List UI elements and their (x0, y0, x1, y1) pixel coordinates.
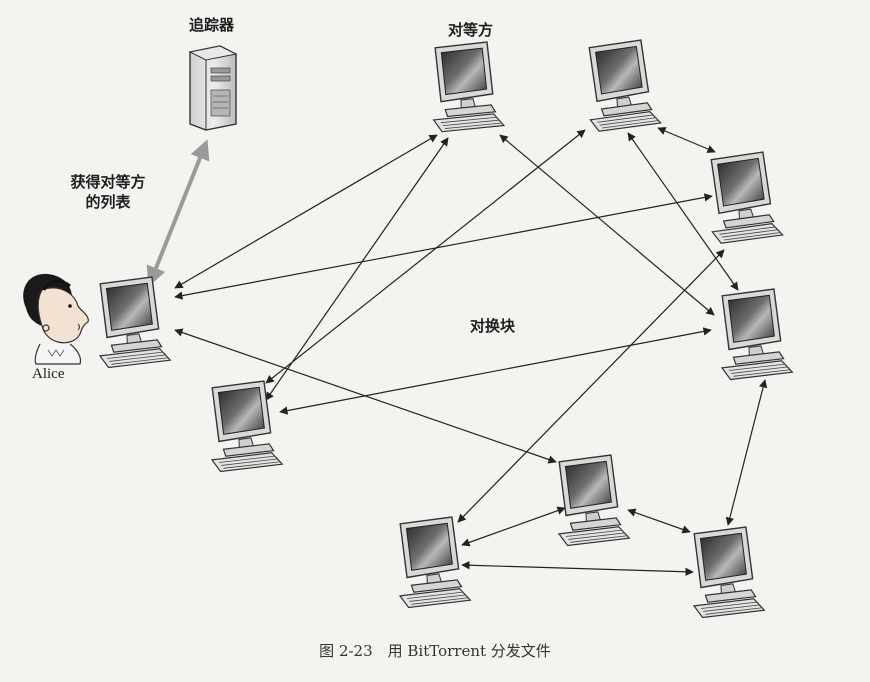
alice-avatar-icon (23, 273, 89, 365)
connection-arrow-peer-bottom-center-to-peer-bottom-left (461, 506, 566, 547)
peer-computer-icon (717, 287, 794, 381)
peer-computer-icon (554, 453, 631, 547)
get-peer-list-label: 获得对等方 的列表 (56, 172, 160, 212)
connection-arrow-peer-top-right-to-peer-right-upper (657, 127, 716, 153)
connection-arrow-peer-right-middle-to-peer-bottom-right (725, 379, 768, 526)
trade-chunks-label: 对换块 (470, 317, 516, 335)
tracker-alice-arrow (146, 139, 210, 287)
connection-arrow-peer-left-lower-to-peer-right-middle (279, 327, 712, 415)
get-peer-list-line1: 获得对等方 (70, 173, 146, 191)
peer-connections (174, 127, 768, 576)
connection-arrow-peer-top-right-to-peer-left-lower (265, 129, 586, 384)
peers-label: 对等方 (448, 21, 494, 39)
peer-computer-icon (395, 515, 472, 609)
connection-arrow-peer-bottom-center-to-peer-bottom-right (627, 508, 691, 534)
get-peer-list-line2: 的列表 (85, 193, 131, 211)
peer-computer-icon (584, 38, 662, 133)
peer-computer-icon (706, 150, 784, 245)
alice-label: Alice (32, 366, 65, 382)
peer-computer-icon (207, 379, 284, 473)
connection-arrow-peer-right-upper-to-peer-bottom-left (457, 249, 725, 523)
connection-arrow-peer-top-center-to-peer-right-middle (499, 134, 715, 316)
peer-computer-icon (430, 40, 505, 133)
peer-computer-icon (689, 525, 766, 619)
figure-caption: 图 2-23 用 BitTorrent 分发文件 (319, 642, 551, 660)
tracker-label: 追踪器 (189, 16, 235, 34)
connection-arrow-alice-to-peer-right-upper (174, 193, 713, 300)
alice-computer-icon (95, 275, 172, 369)
connection-arrow-peer-bottom-left-to-peer-bottom-right (461, 561, 694, 576)
server-icon (188, 45, 238, 131)
connection-arrow-alice-to-peer-top-center (174, 134, 438, 289)
